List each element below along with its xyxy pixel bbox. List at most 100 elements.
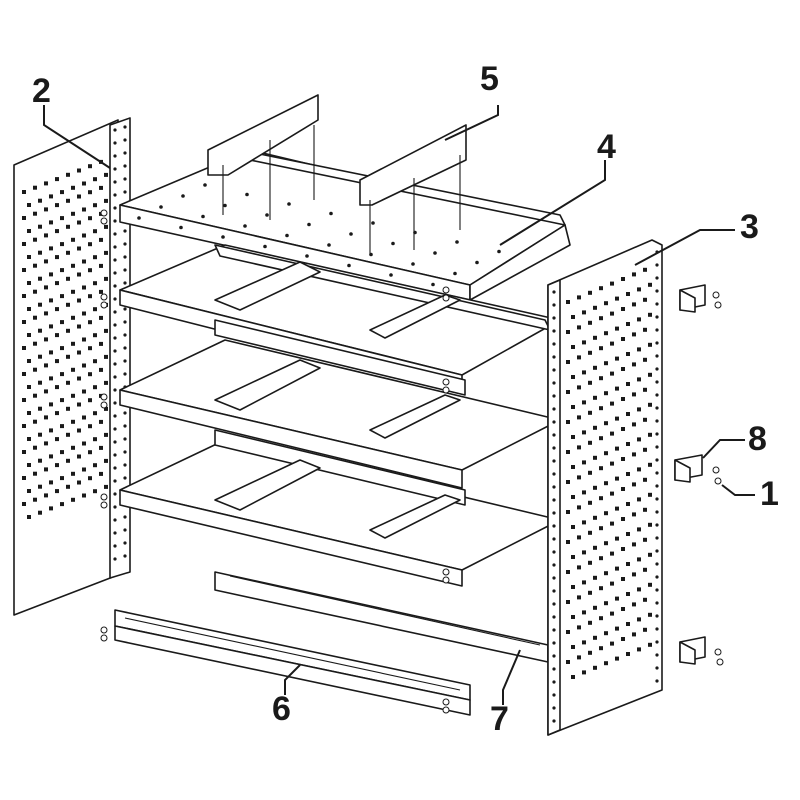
- edge-hole: [123, 437, 127, 441]
- perforation: [49, 220, 53, 225]
- perforation: [621, 397, 625, 401]
- perforation: [637, 377, 641, 382]
- edge-hole: [123, 151, 127, 155]
- perforation: [571, 375, 575, 379]
- edge-hole: [113, 245, 117, 249]
- perforation: [49, 272, 53, 277]
- perforation: [77, 324, 81, 329]
- bracket-bottom: [679, 636, 724, 666]
- perforation: [599, 316, 603, 321]
- perforation: [643, 627, 647, 632]
- left-panel-perforations: [22, 159, 108, 519]
- perforation: [55, 281, 59, 286]
- perforation: [44, 441, 48, 446]
- perforation: [626, 472, 630, 476]
- edge-hole: [113, 362, 117, 366]
- perforation: [77, 298, 81, 303]
- perforation: [643, 597, 647, 602]
- perforation: [27, 515, 31, 519]
- perforation: [588, 410, 592, 415]
- perforation: [588, 560, 592, 565]
- perforation: [621, 427, 625, 431]
- perforation: [38, 380, 42, 385]
- edge-hole: [655, 263, 659, 267]
- perforation: [604, 601, 608, 606]
- edge-hole: [655, 406, 659, 410]
- callout-5: 5: [480, 60, 499, 98]
- perforation: [599, 436, 603, 441]
- edge-hole: [655, 640, 659, 644]
- perforation: [610, 491, 614, 496]
- perforation: [632, 332, 636, 337]
- perforation: [582, 430, 586, 435]
- perforation: [66, 432, 70, 437]
- perforation: [22, 242, 26, 246]
- edge-hole: [285, 233, 289, 238]
- perforation: [82, 493, 86, 498]
- perforation: [93, 489, 97, 494]
- edge-hole: [245, 192, 249, 197]
- perforation: [44, 259, 48, 264]
- edge-hole: [159, 205, 163, 209]
- perforation: [93, 385, 97, 390]
- perforation: [637, 437, 641, 442]
- right-panel-perforations: [566, 267, 652, 679]
- edge-hole: [113, 219, 117, 223]
- perforation: [604, 301, 608, 306]
- edge-hole: [655, 497, 659, 501]
- perforation: [621, 307, 625, 311]
- perforation: [49, 194, 53, 199]
- edge-hole: [113, 557, 117, 561]
- perforation: [71, 419, 75, 424]
- perforation: [49, 506, 53, 511]
- edge-hole: [123, 125, 127, 129]
- perforation: [571, 675, 575, 679]
- perforation: [593, 335, 597, 340]
- perforation: [588, 380, 592, 385]
- perforation: [99, 471, 103, 476]
- perforation: [88, 320, 92, 325]
- edge-hole: [655, 679, 659, 683]
- perforation: [33, 211, 37, 216]
- edge-hole: [655, 588, 659, 592]
- perforation: [610, 311, 614, 316]
- perforation: [643, 387, 647, 392]
- perforation: [93, 333, 97, 338]
- perforation: [33, 497, 37, 502]
- perforation: [38, 510, 42, 515]
- perforation: [33, 393, 37, 398]
- perforation: [71, 211, 75, 216]
- perforation: [55, 307, 59, 312]
- perforation: [593, 545, 597, 550]
- edge-hole: [113, 206, 117, 210]
- perforation: [615, 506, 619, 511]
- perforation: [71, 185, 75, 190]
- perforation: [599, 286, 603, 291]
- perforation: [71, 237, 75, 242]
- perforation: [648, 282, 652, 287]
- perforation: [648, 312, 652, 317]
- perforation: [582, 610, 586, 615]
- perforation: [577, 475, 581, 480]
- edge-hole: [655, 341, 659, 345]
- perforation: [632, 392, 636, 397]
- edge-hole: [552, 654, 556, 658]
- edge-hole: [552, 667, 556, 671]
- edge-hole: [655, 575, 659, 579]
- perforation: [44, 337, 48, 342]
- perforation: [71, 393, 75, 398]
- perforation: [60, 398, 64, 403]
- perforation: [44, 389, 48, 394]
- edge-hole: [655, 276, 659, 280]
- shelf-bolts: [100, 209, 450, 714]
- perforation: [588, 320, 592, 325]
- perforation: [610, 431, 614, 436]
- edge-hole: [655, 510, 659, 514]
- perforation: [22, 450, 26, 454]
- edge-hole: [347, 263, 351, 268]
- perforation: [38, 276, 42, 281]
- edge-hole: [263, 244, 267, 249]
- callout-7: 7: [490, 700, 509, 738]
- perforation: [60, 476, 64, 481]
- perforation: [593, 575, 597, 580]
